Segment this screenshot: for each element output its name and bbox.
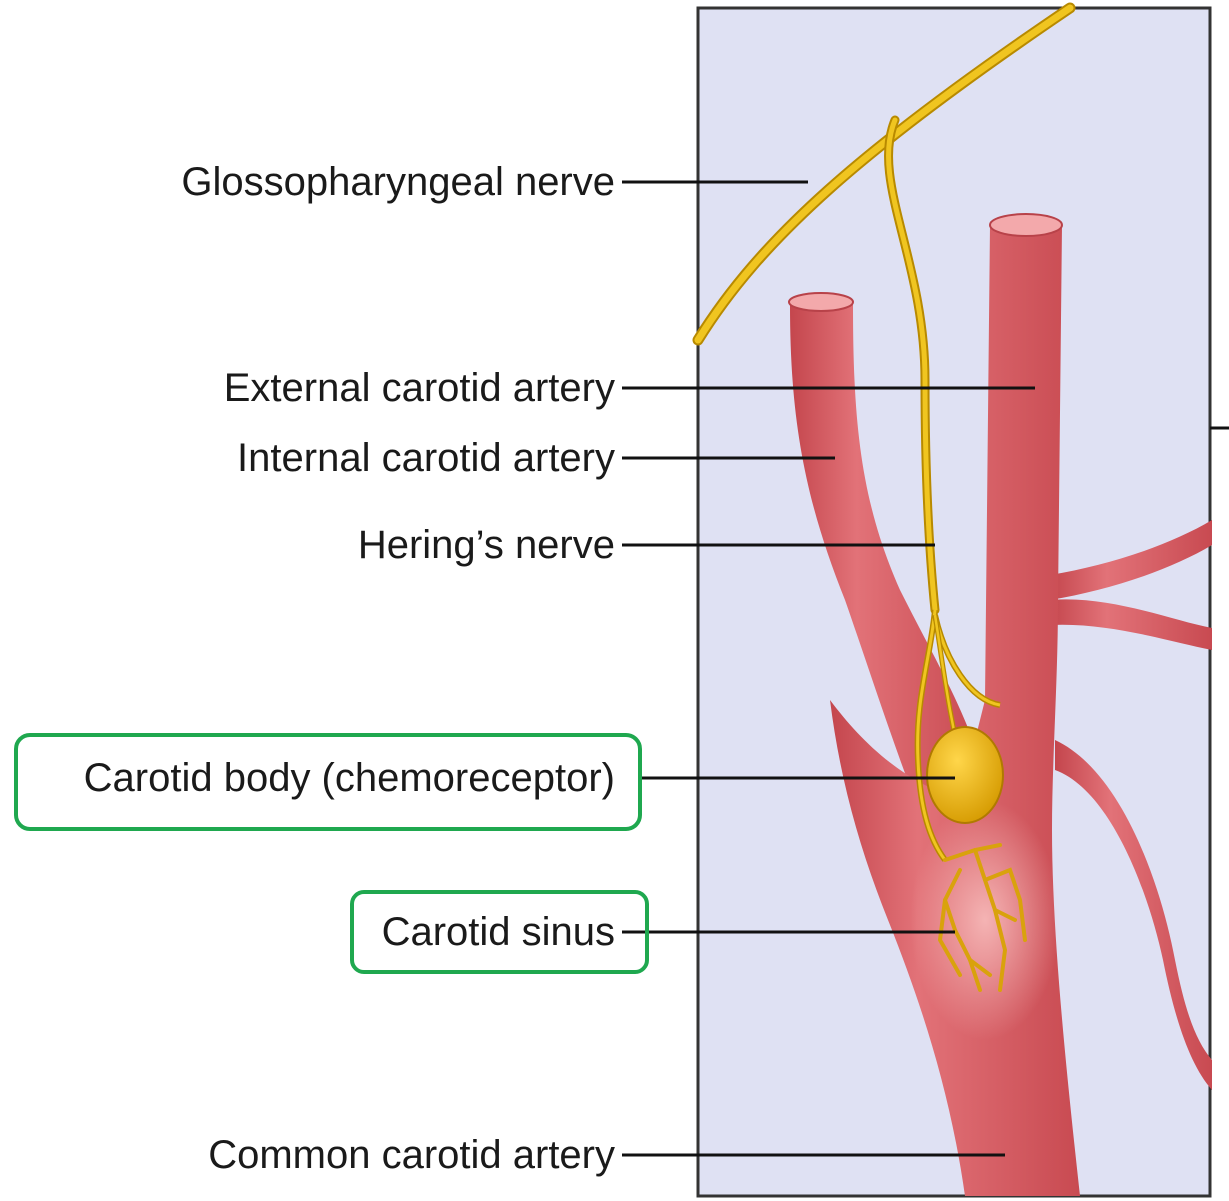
label-carotid-body: Carotid body (chemoreceptor) (84, 756, 615, 800)
label-herings-nerve: Hering’s nerve (358, 523, 615, 567)
carotid-body (927, 727, 1003, 823)
label-internal-carotid-artery: Internal carotid artery (237, 436, 615, 480)
external-carotid-opening (990, 214, 1062, 236)
label-glossopharyngeal-nerve: Glossopharyngeal nerve (181, 160, 615, 204)
internal-carotid-opening (789, 293, 853, 311)
label-carotid-sinus: Carotid sinus (382, 910, 615, 954)
label-common-carotid-artery: Common carotid artery (208, 1133, 615, 1177)
label-external-carotid-artery: External carotid artery (224, 366, 615, 410)
